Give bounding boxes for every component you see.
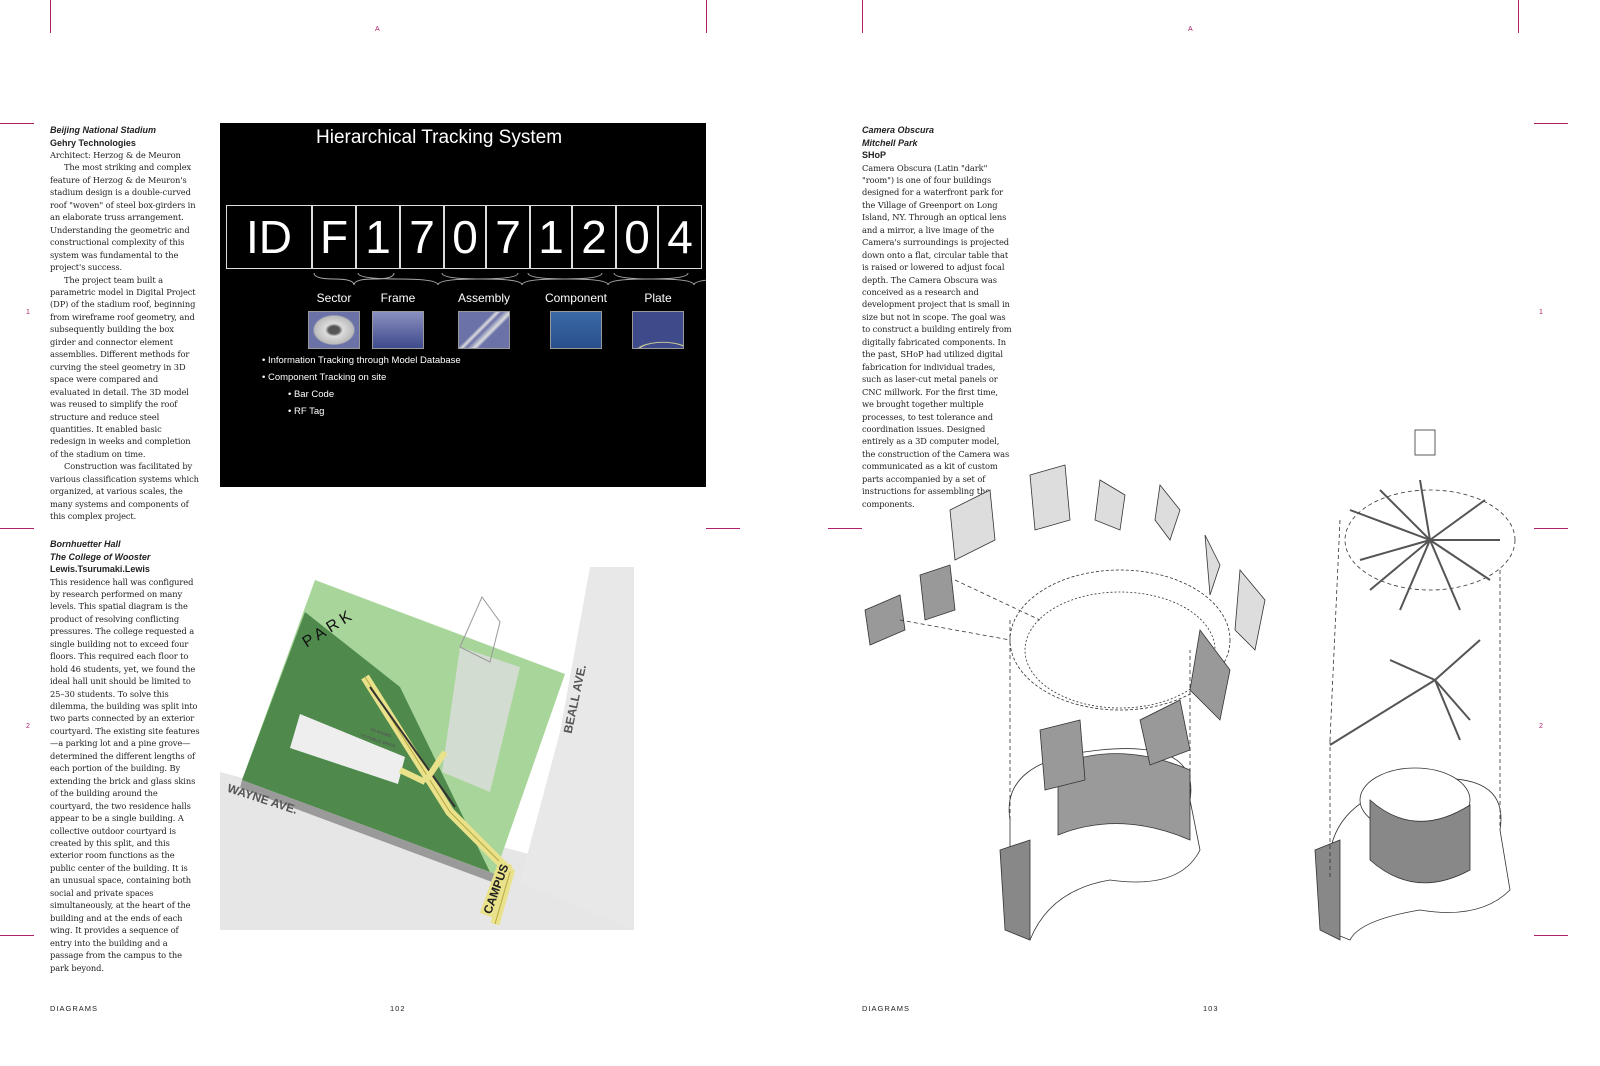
slide-bullet: • Component Tracking on site [262,372,387,383]
footer-section: DIAGRAMS [50,1004,99,1013]
article-body: This residence hall was configured by re… [50,576,200,973]
side-number: 2 [26,723,30,730]
grouping-braces [313,272,706,286]
crop-mark [1534,935,1568,936]
frame-thumbnail [372,311,424,349]
id-code-char: 0 [616,205,658,269]
slide-bullet: • Bar Code [288,389,335,400]
crop-mark [0,935,34,936]
page-number: 102 [390,1004,406,1013]
category-label: Sector [316,291,352,305]
crop-letter: A [1188,26,1193,33]
category-label: Component [544,291,608,305]
axonometric-assembled-view [1314,429,1516,941]
article-firm: SHoP [862,150,887,160]
article-title: Bornhuetter Hall [50,539,121,549]
side-number: 1 [26,309,30,316]
id-code-char: F [312,205,356,269]
crop-mark [1534,123,1568,124]
slide-bullet: • Information Tracking through Model Dat… [262,355,461,366]
crop-mark [1518,0,1519,33]
article-beijing: Beijing National Stadium Gehry Technolog… [50,124,200,523]
article-paragraph: Construction was facilitated by various … [50,461,199,522]
id-code-char: 1 [530,205,572,269]
article-title: Beijing National Stadium [50,125,157,135]
id-code-char: 0 [444,205,486,269]
crop-mark [706,528,740,529]
crop-mark [1534,528,1568,529]
id-code-char: 4 [658,205,702,269]
axonometric-exploded-view [864,464,1266,941]
category-label: Plate [644,291,672,305]
article-body: Camera Obscura (Latin "dark" "room") is … [862,162,1012,509]
sector-thumbnail [308,311,360,349]
category-plate: Plate [628,291,688,349]
category-frame: Frame [368,291,428,349]
category-label: Assembly [457,291,510,305]
article-firm: Lewis.Tsurumaki.Lewis [50,564,150,574]
crop-mark [862,0,863,33]
plate-thumbnail [632,311,684,349]
article-paragraph: The project team built a parametric mode… [50,274,196,459]
crop-mark [828,528,862,529]
article-paragraph: The most striking and complex feature of… [50,162,196,273]
category-component: Component [536,291,616,349]
slide-bullet: • RF Tag [288,406,325,417]
category-label: Frame [380,291,416,305]
id-code-char: ID [226,205,312,269]
crop-mark [706,0,707,33]
exploded-axonometric-drawings [864,429,1516,941]
article-title: Camera Obscura [862,125,935,135]
id-code-char: 2 [572,205,616,269]
footer-section: DIAGRAMS [862,1004,911,1013]
crop-mark [50,0,51,33]
component-thumbnail [550,311,602,349]
crop-mark [0,528,34,529]
crop-mark [0,123,34,124]
article-camera-obscura: Camera Obscura Mitchell Park SHoP Camera… [862,124,1012,510]
side-number: 1 [1539,309,1543,316]
site-diagram: PARK WAYNE AVE. BEALL AVE. CAMPUS TO ROO… [220,552,634,930]
id-code-char: 1 [356,205,400,269]
article-subtitle: The College of Wooster [50,551,151,562]
slide-title: Hierarchical Tracking System [316,127,563,148]
category-sector: Sector [304,291,364,349]
assembly-thumbnail [458,311,510,349]
article-subtitle: Mitchell Park [862,137,918,148]
side-number: 2 [1539,723,1543,730]
article-bornhuetter: Bornhuetter Hall The College of Wooster … [50,538,200,974]
article-firm: Gehry Technologies [50,137,136,148]
article-architect: Architect: Herzog & de Meuron [50,150,181,160]
id-code-char: 7 [486,205,530,269]
id-code-char: 7 [400,205,444,269]
crop-letter: A [375,26,380,33]
page-number: 103 [1203,1004,1219,1013]
category-assembly: Assembly [446,291,522,349]
